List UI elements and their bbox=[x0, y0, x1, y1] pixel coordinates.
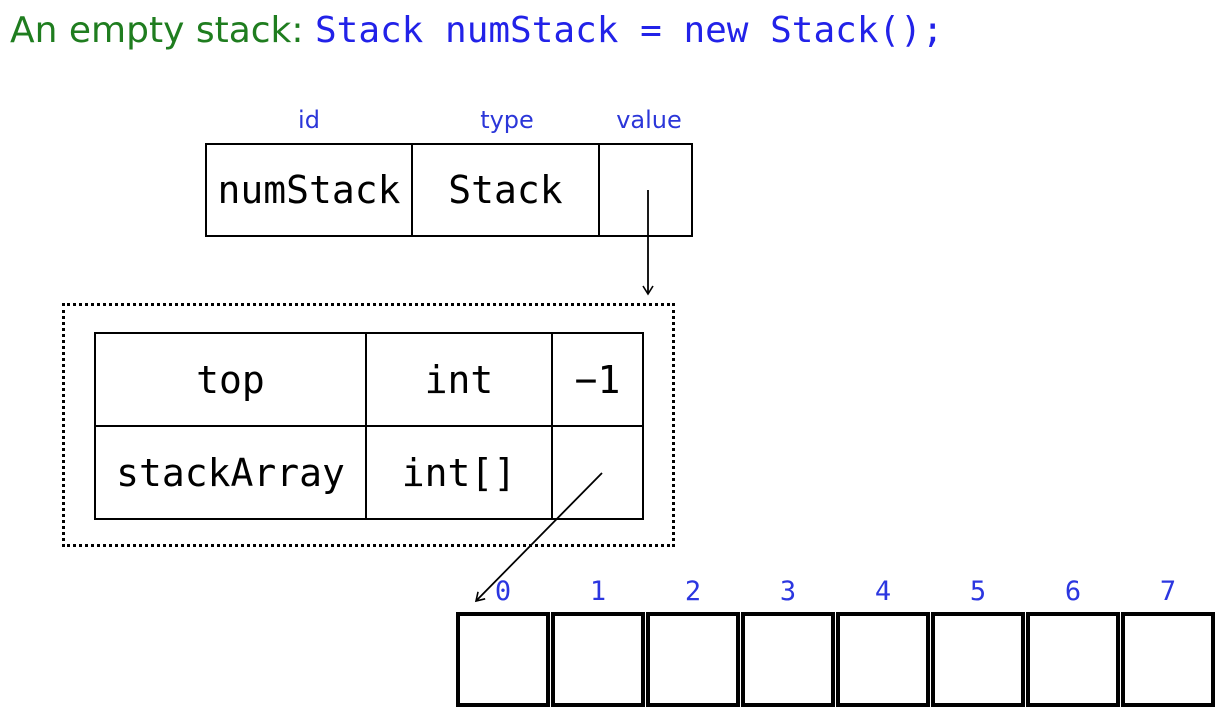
field-value-cell bbox=[551, 425, 644, 520]
variable-table: numStack Stack bbox=[205, 143, 693, 237]
column-header-value: value bbox=[616, 106, 682, 134]
array-cell bbox=[836, 612, 930, 707]
stack-object-box bbox=[62, 303, 675, 547]
table-row: stackArray int[] bbox=[94, 425, 644, 520]
array-index-label: 3 bbox=[779, 576, 797, 607]
array-cell bbox=[1121, 612, 1215, 707]
array-cell bbox=[456, 612, 550, 707]
stack-array bbox=[456, 612, 1215, 707]
title-code: Stack numStack = new Stack(); bbox=[314, 10, 944, 51]
array-cell bbox=[551, 612, 645, 707]
field-type-cell: int[] bbox=[365, 425, 553, 520]
array-cell bbox=[931, 612, 1025, 707]
title-label: An empty stack: bbox=[10, 10, 304, 51]
array-cell bbox=[1026, 612, 1120, 707]
array-index-label: 0 bbox=[494, 576, 512, 607]
column-header-type: type bbox=[480, 106, 534, 134]
variable-type-cell: Stack bbox=[411, 143, 600, 237]
array-index-label: 7 bbox=[1159, 576, 1177, 607]
field-id-cell: stackArray bbox=[94, 425, 367, 520]
array-index-label: 6 bbox=[1064, 576, 1082, 607]
field-value-cell: −1 bbox=[551, 332, 644, 427]
stack-object-table: top int −1 stackArray int[] bbox=[94, 332, 644, 520]
array-cell bbox=[646, 612, 740, 707]
variable-id-cell: numStack bbox=[205, 143, 413, 237]
variable-value-cell bbox=[598, 143, 693, 237]
page-title: An empty stack: Stack numStack = new Sta… bbox=[10, 8, 944, 60]
field-id-cell: top bbox=[94, 332, 367, 427]
title-spacer bbox=[304, 10, 315, 51]
table-row: numStack Stack bbox=[205, 143, 693, 237]
array-index-label: 4 bbox=[874, 576, 892, 607]
column-header-id: id bbox=[298, 106, 320, 134]
table-row: top int −1 bbox=[94, 332, 644, 427]
array-index-label: 2 bbox=[684, 576, 702, 607]
array-index-row: 0 1 2 3 4 5 6 7 bbox=[456, 576, 1215, 607]
array-index-label: 1 bbox=[589, 576, 607, 607]
array-cell bbox=[741, 612, 835, 707]
array-index-label: 5 bbox=[969, 576, 987, 607]
field-type-cell: int bbox=[365, 332, 553, 427]
